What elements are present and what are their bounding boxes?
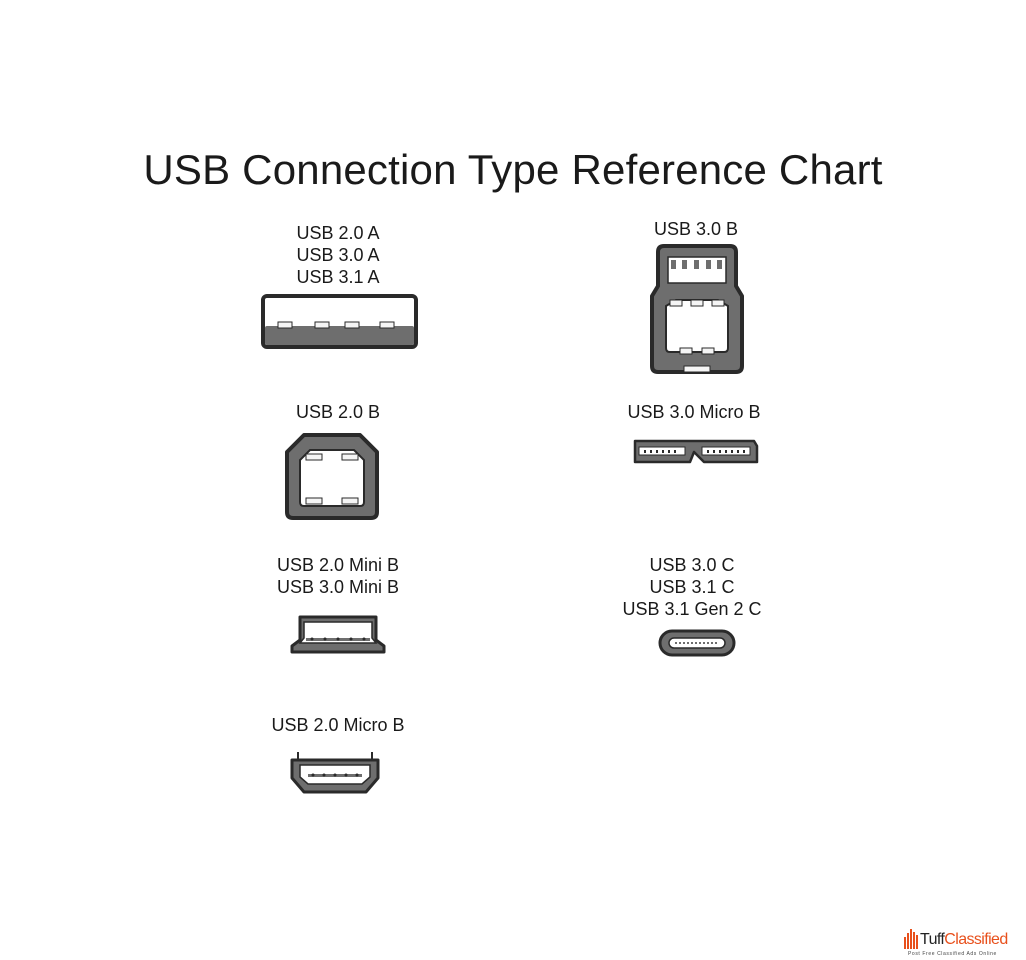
label-line: USB 3.0 B xyxy=(653,219,739,239)
label-line: USB 3.1 C xyxy=(649,577,735,597)
usb-c-connector-icon xyxy=(658,629,736,657)
usb-c-label: USB 3.0 C USB 3.1 C USB 3.1 Gen 2 C xyxy=(562,554,822,620)
usb-3-micro-b-connector-icon xyxy=(633,439,759,464)
usb-2-micro-b-label: USB 2.0 Micro B xyxy=(208,714,468,736)
label-line: USB 2.0 B xyxy=(295,402,381,422)
usb-a-label: USB 2.0 A USB 3.0 A USB 3.1 A xyxy=(208,222,468,288)
usb-2-b-label: USB 2.0 B xyxy=(208,401,468,423)
usb-a-connector-icon xyxy=(261,294,418,349)
label-line: USB 3.0 C xyxy=(649,555,735,575)
label-line: USB 3.0 Mini B xyxy=(276,577,400,597)
label-line: USB 3.0 Micro B xyxy=(627,402,761,422)
label-line: USB 2.0 Micro B xyxy=(271,715,405,735)
label-line: USB 2.0 A xyxy=(296,223,380,243)
label-line: USB 3.1 Gen 2 C xyxy=(622,599,762,619)
label-line: USB 2.0 Mini B xyxy=(276,555,400,575)
usb-mini-b-label: USB 2.0 Mini B USB 3.0 Mini B xyxy=(208,554,468,598)
logo-name-part2: Classified xyxy=(944,931,1008,948)
usb-mini-b-connector-icon xyxy=(290,615,386,654)
logo-bars-icon xyxy=(904,929,918,949)
logo-tagline: Post Free Classified Ads Online xyxy=(908,951,997,957)
label-line: USB 3.1 A xyxy=(296,267,380,287)
usb-3-micro-b-label: USB 3.0 Micro B xyxy=(564,401,824,423)
usb-3-b-label: USB 3.0 B xyxy=(566,218,826,240)
page-title: USB Connection Type Reference Chart xyxy=(143,146,883,193)
logo-name-part1: Tuff xyxy=(920,931,945,948)
usb-b-connector-icon xyxy=(285,433,379,520)
label-line: USB 3.0 A xyxy=(296,245,380,265)
usb-micro-b-connector-icon xyxy=(290,752,380,794)
usb-3-b-connector-icon xyxy=(650,244,744,374)
tuffclassified-logo: TuffClassified Post Free Classified Ads … xyxy=(904,929,1022,959)
logo-name: TuffClassified xyxy=(920,931,1008,949)
